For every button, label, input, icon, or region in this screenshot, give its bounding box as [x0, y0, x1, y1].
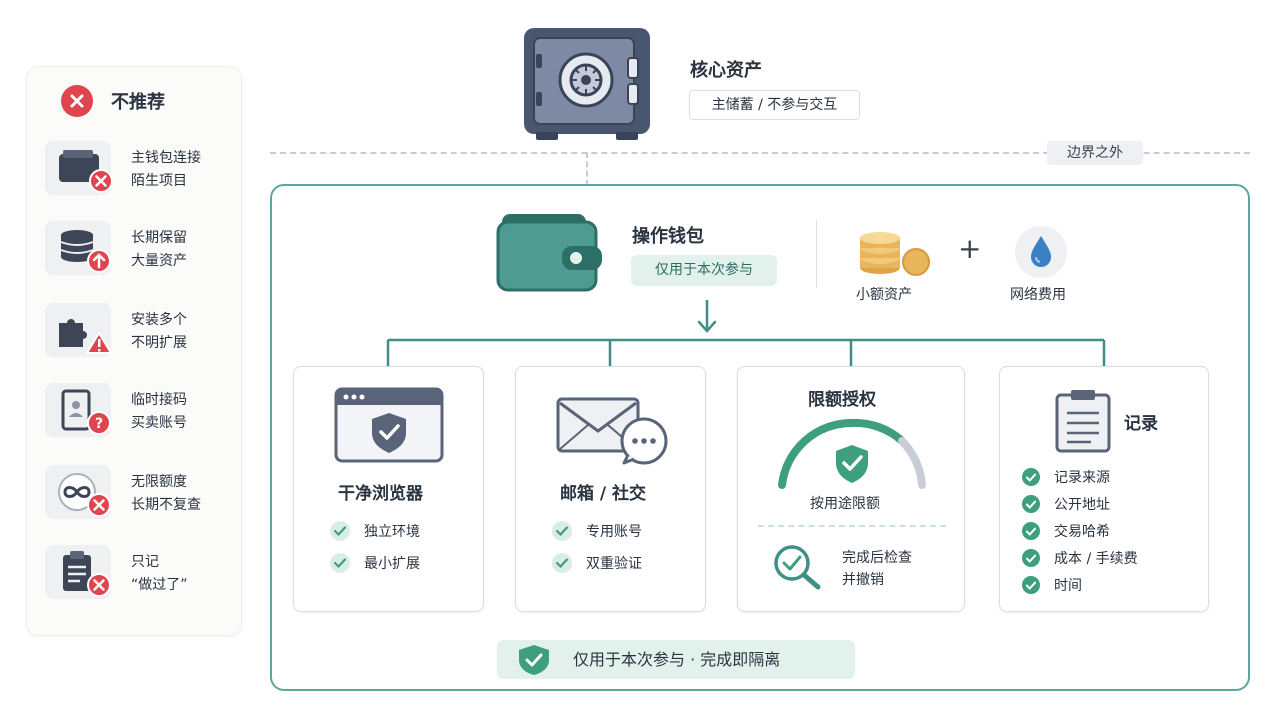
operation-wallet-title: 操作钱包: [632, 226, 704, 247]
check-label: 最小扩展: [364, 556, 420, 572]
check-label: 专用账号: [586, 524, 642, 540]
check-icon: [1022, 549, 1040, 567]
item-line1: 长期保留: [131, 230, 187, 246]
check-icon: [552, 521, 572, 541]
operation-wallet-tag: 仅用于本次参与: [631, 255, 777, 286]
magnifier-check-icon: [772, 543, 828, 595]
card-limited-approval: 限额授权 按用途限额 完成后检查 并撤销: [737, 366, 965, 612]
gas-drop-icon: [1013, 226, 1069, 282]
item-line1: 安装多个: [131, 312, 187, 328]
phone-question-icon: ?: [45, 383, 111, 437]
usage-limit-label: 按用途限额: [810, 496, 880, 512]
core-asset-tag: 主储蓄 / 不参与交互: [689, 90, 860, 120]
tree-connector: [386, 300, 1106, 366]
wallet-icon: [496, 212, 604, 298]
item-line2: 买卖账号: [131, 415, 187, 431]
vault-connector: [586, 152, 588, 186]
check-item: 公开地址: [1022, 494, 1110, 514]
clipboard-error-icon: [45, 545, 111, 599]
item-line2: 长期不复查: [131, 497, 201, 513]
check-icon: [552, 553, 572, 573]
item-line1: 无限额度: [131, 474, 187, 490]
not-recommended-panel: 不推荐 主钱包连接 陌生项目: [26, 66, 242, 636]
boundary-line: [270, 152, 1250, 154]
check-icon: [1022, 522, 1040, 540]
wallet-error-icon: [45, 141, 113, 195]
check-icon: [330, 553, 350, 573]
list-item: 无限额度 长期不复查: [45, 465, 235, 525]
check-item: 双重验证: [552, 553, 642, 573]
check-label: 记录来源: [1054, 470, 1110, 486]
check-item: 时间: [1022, 575, 1082, 595]
browser-shield-icon: [334, 387, 444, 467]
not-recommended-title: 不推荐: [111, 92, 165, 113]
item-line2: 大量资产: [131, 253, 187, 269]
check-icon: [330, 521, 350, 541]
gas-fee-label: 网络费用: [1010, 287, 1066, 303]
list-item: 安装多个 不明扩展: [45, 303, 235, 363]
check-item: 交易哈希: [1022, 521, 1110, 541]
item-line2: 陌生项目: [131, 173, 187, 189]
infinity-error-icon: [45, 465, 111, 519]
check-item: 成本 / 手续费: [1022, 548, 1138, 568]
after-check-line2: 并撤销: [842, 572, 884, 588]
item-line1: 临时接码: [131, 392, 187, 408]
safe-vault-icon: [522, 26, 652, 146]
check-icon: [1022, 495, 1040, 513]
boundary-label: 边界之外: [1047, 141, 1143, 165]
card-title: 记录: [1124, 414, 1158, 434]
list-item: ? 临时接码 买卖账号: [45, 383, 235, 443]
card-title: 邮箱 / 社交: [560, 484, 647, 504]
check-icon: [1022, 468, 1040, 486]
card-title: 干净浏览器: [338, 484, 423, 504]
card-mail-social: 邮箱 / 社交 专用账号 双重验证: [515, 366, 706, 612]
check-label: 时间: [1054, 578, 1082, 594]
isolation-banner: 仅用于本次参与 · 完成即隔离: [497, 640, 855, 679]
not-recommended-header: 不推荐: [61, 85, 165, 117]
check-label: 独立环境: [364, 524, 420, 540]
item-line1: 主钱包连接: [131, 150, 201, 166]
divider: [816, 220, 817, 288]
item-line2: 不明扩展: [131, 335, 187, 351]
check-item: 独立环境: [330, 521, 420, 541]
item-line2: “做过了”: [131, 577, 188, 593]
mail-chat-icon: [556, 397, 672, 469]
list-item: 长期保留 大量资产: [45, 221, 235, 281]
list-item: 只记 “做过了”: [45, 545, 235, 605]
red-x-icon: [61, 85, 93, 117]
isolation-banner-text: 仅用于本次参与 · 完成即隔离: [573, 650, 781, 669]
check-item: 最小扩展: [330, 553, 420, 573]
list-item: 主钱包连接 陌生项目: [45, 141, 235, 201]
card-title: 限额授权: [808, 390, 876, 410]
gauge-shield-icon: [774, 418, 930, 495]
puzzle-warning-icon: [45, 303, 112, 357]
core-asset-title: 核心资产: [690, 60, 762, 81]
check-item: 记录来源: [1022, 467, 1110, 487]
check-label: 交易哈希: [1054, 524, 1110, 540]
database-upload-icon: [45, 221, 111, 275]
check-label: 公开地址: [1054, 497, 1110, 513]
shield-check-icon: [517, 644, 551, 680]
item-line1: 只记: [131, 554, 159, 570]
card-clean-browser: 干净浏览器 独立环境 最小扩展: [293, 366, 484, 612]
check-item: 专用账号: [552, 521, 642, 541]
dashed-divider: [758, 525, 946, 527]
small-assets-label: 小额资产: [856, 287, 912, 303]
coins-icon: [856, 232, 934, 280]
clipboard-list-icon: [1054, 389, 1112, 457]
check-icon: [1022, 576, 1040, 594]
card-records: 记录 记录来源 公开地址 交易哈希 成本 / 手续费 时间: [999, 366, 1209, 612]
svg-text:?: ?: [95, 416, 103, 432]
check-label: 成本 / 手续费: [1054, 551, 1138, 567]
plus-sign: +: [958, 232, 982, 265]
after-check-line1: 完成后检查: [842, 550, 912, 566]
check-label: 双重验证: [586, 556, 642, 572]
